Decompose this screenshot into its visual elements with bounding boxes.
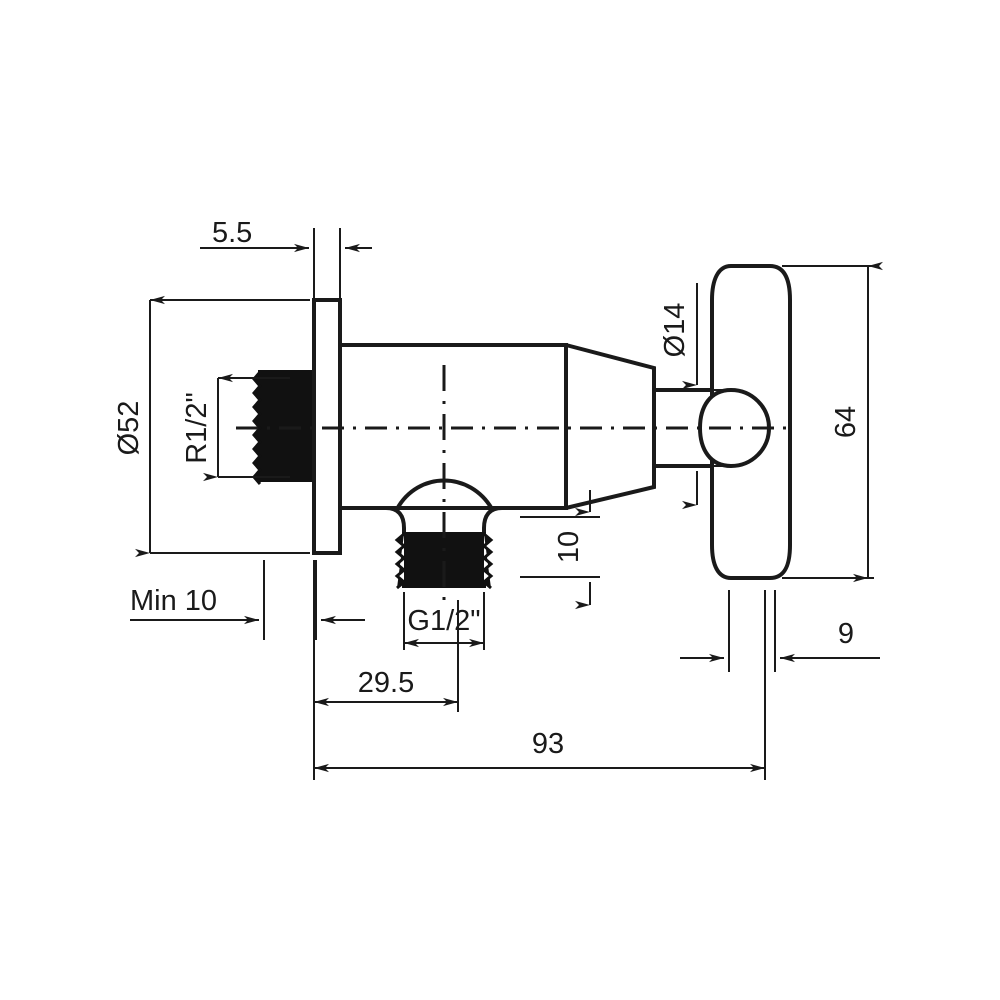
dim-outlet-depth bbox=[520, 490, 600, 610]
dim-label-flange-diameter: Ø52 bbox=[113, 401, 145, 456]
dim-spindle-diameter bbox=[660, 283, 731, 510]
dim-min-wall bbox=[130, 560, 365, 640]
dim-label-outlet-thread: G1/2" bbox=[407, 605, 480, 637]
dim-label-handle-height: 64 bbox=[830, 406, 862, 438]
dim-label-overall-length: 93 bbox=[532, 728, 564, 760]
dim-overall-length bbox=[313, 590, 766, 780]
dim-flange-thickness bbox=[200, 228, 372, 300]
dim-label-min-wall: Min 10 bbox=[130, 585, 217, 617]
valve-body bbox=[340, 343, 568, 510]
handle-knob bbox=[697, 264, 792, 580]
dim-label-spindle-diameter: Ø14 bbox=[659, 303, 691, 358]
dim-label-handle-thickness: 9 bbox=[838, 618, 854, 650]
dim-outlet-thread bbox=[403, 592, 485, 650]
inlet-thread-body bbox=[252, 370, 316, 485]
dim-flange-diameter bbox=[135, 295, 310, 558]
dim-handle-thickness bbox=[680, 590, 880, 672]
dim-handle-height bbox=[782, 261, 883, 583]
dim-label-outlet-depth: 10 bbox=[553, 531, 585, 563]
dim-inlet-thread bbox=[203, 373, 290, 482]
dim-outlet-offset bbox=[313, 560, 459, 712]
dim-label-inlet-thread: R1/2" bbox=[181, 392, 213, 464]
dim-label-flange-thickness: 5.5 bbox=[212, 217, 252, 249]
dim-label-outlet-offset: 29.5 bbox=[358, 667, 414, 699]
